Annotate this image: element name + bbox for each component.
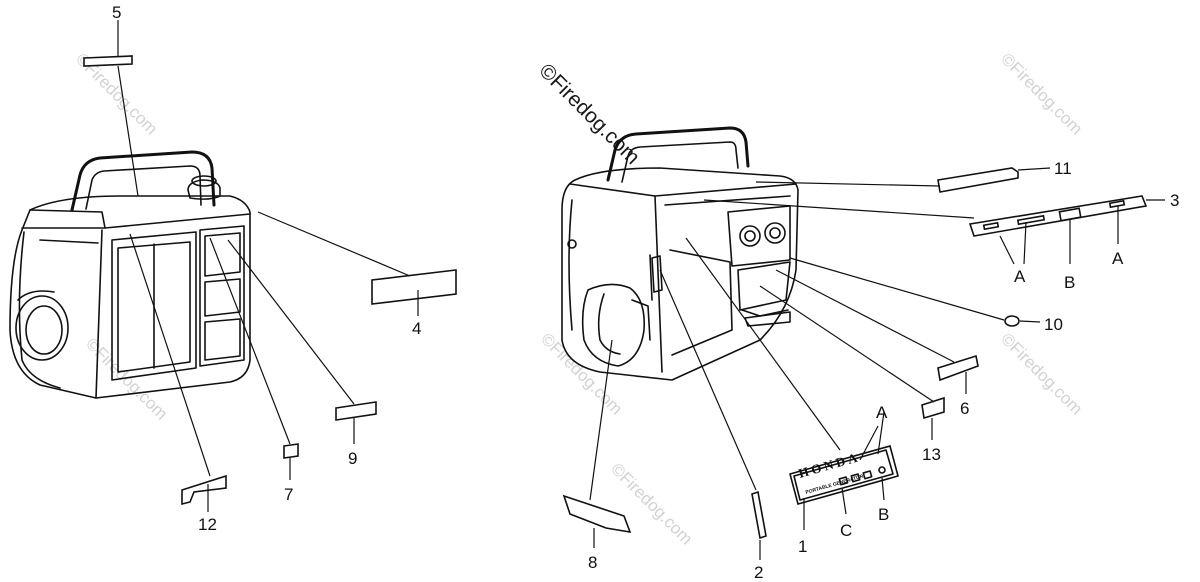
decal-6 — [937, 354, 979, 382]
sublabel-3-b: B — [1064, 273, 1075, 292]
callout-2: 2 — [754, 563, 763, 582]
decal-2 — [751, 490, 767, 540]
decal-5 — [83, 55, 133, 67]
decal-4 — [371, 269, 457, 305]
part-10-ring — [1004, 315, 1020, 327]
leader-lines — [117, 20, 1165, 560]
callout-5: 5 — [112, 3, 121, 22]
decal-3 — [968, 195, 1148, 237]
callout-4: 4 — [412, 319, 421, 338]
sublabel-3-a1: A — [1014, 267, 1026, 286]
watermark-6: ©Firedog.com — [607, 459, 696, 548]
decal-12 — [181, 474, 227, 506]
decal-7 — [283, 443, 299, 459]
callout-1: 1 — [798, 537, 807, 556]
generator-rear-view — [561, 126, 799, 381]
recoil-starter — [15, 295, 69, 361]
callout-11: 11 — [1054, 159, 1072, 178]
sublabel-1-b: B — [878, 505, 889, 524]
honda-emblem — [789, 445, 899, 505]
watermark-layer: ©Firedog.com ©Firedog.com ©Firedog.com ©… — [72, 49, 1086, 548]
generator-front-view — [9, 150, 251, 399]
handle-rear — [606, 126, 750, 182]
body-outline — [9, 195, 251, 399]
watermark-3: ©Firedog.com — [997, 49, 1086, 138]
callout-3: 3 — [1170, 191, 1179, 210]
sublabel-3-a2: A — [1112, 249, 1124, 268]
callout-numbers: 5 4 12 7 9 11 3 10 6 13 1 2 8 A B A A C … — [112, 3, 1179, 582]
callout-8: 8 — [588, 553, 597, 572]
sublabel-1-c: C — [840, 521, 852, 540]
watermark-main: ©Firedog.com — [534, 59, 644, 169]
callout-12: 12 — [198, 515, 217, 534]
decal-parts — [83, 55, 1148, 540]
muffler — [581, 283, 646, 367]
watermark-4: ©Firedog.com — [997, 329, 1086, 418]
decal-8 — [562, 494, 632, 534]
handle — [70, 150, 216, 212]
decal-13 — [921, 396, 945, 420]
emblem-marks — [838, 466, 886, 486]
callout-10: 10 — [1044, 315, 1063, 334]
sublabel-1-a: A — [876, 403, 888, 422]
callout-13: 13 — [922, 445, 941, 464]
callout-9: 9 — [348, 449, 357, 468]
callout-7: 7 — [284, 485, 293, 504]
callout-6: 6 — [960, 399, 969, 418]
body-outline-rear — [561, 167, 799, 381]
decal-9 — [335, 401, 377, 421]
watermark-2: ©Firedog.com — [82, 334, 171, 423]
decal-11 — [937, 167, 1019, 193]
